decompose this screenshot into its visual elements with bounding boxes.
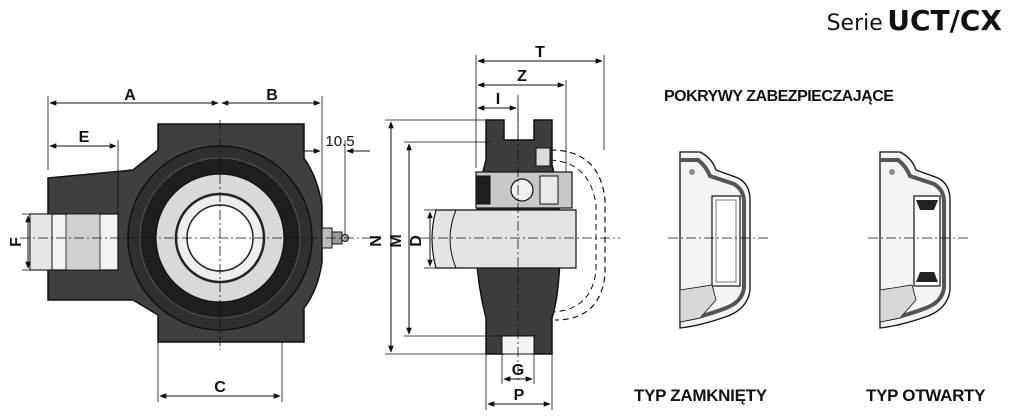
model-label: UCT/CX xyxy=(887,4,1002,37)
dim-c-label: C xyxy=(214,379,226,396)
dim-b-label: B xyxy=(266,87,278,104)
front-view: A B E 10.5 F C xyxy=(8,87,380,402)
dim-i-label: I xyxy=(496,91,500,108)
closed-type-caption: TYP ZAMKNIĘTY xyxy=(634,386,767,405)
ball xyxy=(510,178,534,202)
dim-f-label: F xyxy=(8,237,25,247)
dim-n-label: N xyxy=(368,235,385,247)
series-title: Serie UCT/CX xyxy=(827,4,1002,37)
serie-label: Serie xyxy=(826,11,883,36)
dim-g-label: G xyxy=(512,362,524,379)
dim-e-label: E xyxy=(79,129,90,146)
dim-10-5-label: 10.5 xyxy=(325,133,354,150)
seal-lip xyxy=(916,200,938,210)
dim-z-label: Z xyxy=(517,68,527,85)
dim-d-label: D xyxy=(408,235,425,247)
open-type-caption: TYP OTWARTY xyxy=(866,386,986,405)
dim-t-label: T xyxy=(535,44,545,61)
dim-m-label: M xyxy=(388,234,405,247)
open-cover-drawing xyxy=(868,151,970,329)
dim-p-label: P xyxy=(514,387,525,404)
dim-a-label: A xyxy=(124,87,136,104)
side-view: T Z I N M D G P xyxy=(368,44,620,410)
closed-cover-drawing xyxy=(668,151,770,329)
covers-heading: POKRYWY ZABEZPIECZAJĄCE xyxy=(664,88,894,105)
shaft xyxy=(431,209,577,269)
set-screw xyxy=(535,147,551,167)
cover-outline-dashed xyxy=(549,149,606,321)
